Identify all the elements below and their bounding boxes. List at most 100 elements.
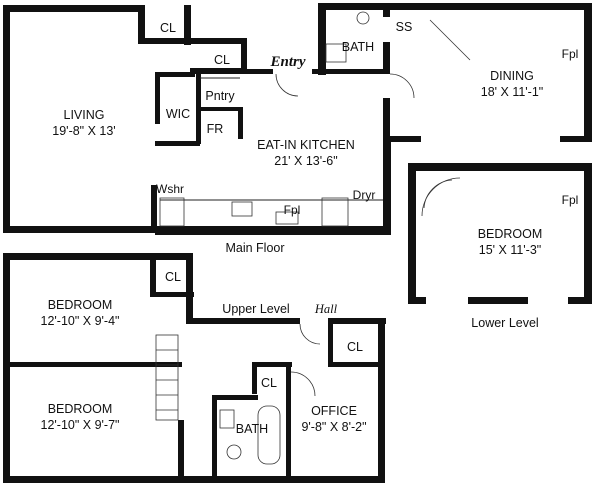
entry-door-swing — [275, 73, 299, 97]
wall-bath-top — [212, 395, 258, 400]
caption-upper-level: Upper Level — [222, 302, 289, 316]
wall-cl-left — [138, 5, 145, 43]
label-wshr: Wshr — [156, 182, 184, 196]
dims-upper-bedroom2: 12'-10" X 9'-7" — [41, 418, 120, 432]
wall-cl2-top — [184, 38, 246, 44]
label-cl-top: CL — [160, 21, 176, 35]
label-upper-bedroom1: BEDROOM — [48, 298, 113, 312]
wall-living-top — [3, 5, 145, 12]
wall-wic-bottom — [155, 141, 200, 146]
wall-bed2-right — [178, 420, 184, 480]
wall-cl-bottom — [138, 38, 186, 44]
wall-lower-right — [584, 163, 592, 304]
hall-door-swing — [299, 323, 321, 345]
wall-hall-top-right — [328, 318, 386, 324]
label-kitchen: EAT-IN KITCHEN — [257, 138, 355, 152]
wall-kitchen-right — [383, 142, 391, 235]
dryer — [321, 197, 349, 227]
wall-lower-top — [408, 163, 592, 171]
wall-dining-bottom-left — [383, 136, 421, 142]
label-cl-hall: CL — [347, 340, 363, 354]
wall-upper-left — [3, 253, 10, 483]
dims-kitchen: 21' X 13'-6" — [274, 154, 337, 168]
wall-bath-office — [286, 362, 291, 478]
kitchen-sink — [231, 201, 253, 217]
wall-dining-top — [318, 3, 591, 10]
dims-office: 9'-8" X 8'-2" — [301, 420, 366, 434]
upper-bath-sink — [219, 409, 235, 429]
upper-stairs — [155, 334, 179, 421]
label-pntry: Pntry — [205, 89, 235, 103]
main-bath-toilet — [356, 11, 370, 25]
wall-cl2-bottom — [190, 68, 247, 74]
upper-bath-toilet — [226, 444, 242, 460]
wall-bath-left — [318, 3, 326, 75]
wall-upper-step — [186, 253, 193, 324]
label-lower-bedroom: BEDROOM — [478, 227, 543, 241]
label-upper-bedroom2: BEDROOM — [48, 402, 113, 416]
caption-main-floor: Main Floor — [225, 241, 284, 255]
lower-level: Fpl BEDROOM 15' X 11'-3" Lower Level — [408, 163, 592, 330]
wall-cl-bath-left — [252, 362, 257, 394]
wall-cl-hall-left — [328, 318, 333, 367]
dims-lower-bedroom: 15' X 11'-3" — [479, 243, 542, 257]
label-fpl-dining: Fpl — [562, 47, 579, 61]
label-fr: FR — [207, 122, 224, 136]
label-cl-mid: CL — [214, 53, 230, 67]
wall-wic-left — [155, 72, 160, 124]
wall-cl-hall-bottom — [328, 362, 380, 367]
wall-entry-right — [312, 69, 388, 74]
label-hall: Hall — [314, 302, 338, 316]
wall-cl2-right — [241, 38, 247, 74]
upper-level: CL BEDROOM 12'-10" X 9'-4" Upper Level H… — [3, 253, 386, 483]
lower-spiral-stair-inner — [423, 179, 453, 209]
wall-bath-right-top — [383, 3, 390, 17]
wall-cl-bed — [150, 292, 194, 297]
wall-cl-bed-left — [150, 258, 156, 297]
label-fpl-kitchen: Fpl — [284, 203, 301, 217]
wall-upper-hall-top — [186, 318, 300, 324]
wall-upper-top — [3, 253, 193, 260]
wall-cl-right — [184, 5, 191, 45]
dining-stair-hint — [429, 19, 471, 61]
dims-living: 19'-8" X 13' — [52, 124, 115, 138]
lower-spiral-stair — [421, 177, 461, 217]
label-living: LIVING — [64, 108, 105, 122]
dims-dining: 18' X 11'-1" — [481, 85, 544, 99]
main-floor: CL CL Entry BATH SS DINING 18' X 11'-1" … — [3, 3, 592, 255]
label-wic: WIC — [166, 107, 190, 121]
wall-fr-right — [238, 107, 243, 139]
label-dryr: Dryr — [353, 188, 376, 202]
wall-pantry-bottom — [196, 107, 242, 111]
label-fpl-lower: Fpl — [562, 193, 579, 207]
label-cl-bath: CL — [261, 376, 277, 390]
washer — [159, 197, 185, 227]
wall-lower-bottom-a — [408, 297, 426, 304]
wall-dining-bottom-right — [560, 136, 592, 142]
wall-lower-left — [408, 163, 416, 304]
wall-lower-bottom-c — [568, 297, 592, 304]
wall-entry-left — [247, 69, 273, 74]
label-dining: DINING — [490, 69, 534, 83]
wall-kitchen-bottom — [155, 226, 390, 235]
label-main-bath: BATH — [342, 40, 374, 54]
wall-upper-bottom — [3, 476, 383, 483]
dims-upper-bedroom1: 12'-10" X 9'-4" — [41, 314, 120, 328]
wall-bath-right-bottom — [383, 42, 390, 74]
wall-wic-top — [155, 72, 195, 77]
wall-dining-left — [383, 98, 390, 142]
label-office: OFFICE — [311, 404, 357, 418]
label-cl-bed: CL — [165, 270, 181, 284]
wall-cl-bath-top — [252, 362, 292, 367]
wall-living-left — [3, 5, 10, 233]
wall-upper-right — [378, 318, 385, 483]
wall-dining-right — [584, 3, 592, 142]
wall-living-bottom — [3, 226, 155, 233]
bath-tub — [325, 43, 347, 63]
caption-lower-level: Lower Level — [471, 316, 538, 330]
dining-door-swing — [389, 73, 415, 99]
label-upper-bath: BATH — [236, 422, 268, 436]
kitchen-fireplace — [275, 211, 299, 225]
label-ss: SS — [396, 20, 413, 34]
